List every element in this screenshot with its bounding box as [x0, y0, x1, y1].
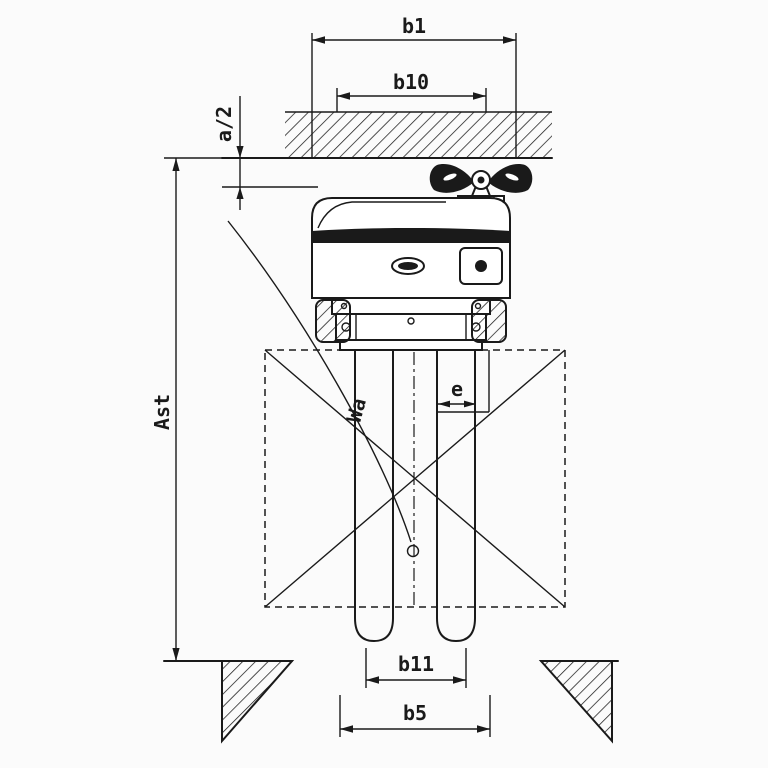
- fork-heel-plate: [339, 339, 483, 351]
- b5-arrow-right: [477, 725, 490, 733]
- b1-label: b1: [402, 14, 426, 38]
- load-outline: [264, 349, 566, 608]
- load-diagonal-2: [264, 349, 566, 608]
- e-arrow-right: [464, 400, 476, 408]
- ast-arrow-top: [172, 158, 180, 171]
- a-half-label: a/2: [212, 106, 236, 142]
- b5-arrow-left: [340, 725, 353, 733]
- dimension-a-half: a/2: [212, 96, 318, 210]
- bottom-wall-right: [538, 660, 613, 744]
- fork-right: [436, 349, 476, 643]
- tiller-grip-highlight-left: [443, 173, 457, 181]
- hood-seam-band: [312, 228, 510, 243]
- b11-arrow-right: [453, 676, 466, 684]
- b10-arrow-left: [337, 92, 350, 100]
- fork-left: [354, 349, 394, 643]
- forks: [354, 349, 476, 643]
- b5-label: b5: [403, 701, 427, 725]
- drive-wheel-right: [471, 299, 507, 343]
- carriage-bolt-center: [407, 317, 415, 325]
- e-label: e: [451, 377, 463, 401]
- turning-radius-wa: Wa: [227, 220, 420, 558]
- tiller-grip-highlight-right: [505, 173, 519, 181]
- b1-arrow-right: [503, 36, 516, 44]
- b1-arrow-left: [312, 36, 325, 44]
- dimension-b5: b5: [339, 695, 491, 737]
- tiller-hub-center: [477, 176, 485, 184]
- undercarriage-frame: [331, 297, 491, 315]
- wa-pivot-point: [406, 544, 420, 558]
- b11-label: b11: [398, 652, 434, 676]
- load-dashed-rect: [264, 349, 566, 608]
- b11-arrow-left: [366, 676, 379, 684]
- top-wall-hatch: [285, 112, 552, 158]
- b10-arrow-right: [473, 92, 486, 100]
- dimension-b11: b11: [365, 648, 467, 688]
- wa-radius-arc: [227, 220, 412, 543]
- bottom-walls: [163, 660, 619, 744]
- dimension-ast: Ast: [150, 157, 222, 661]
- dimension-b1: b1: [311, 14, 517, 158]
- a-half-arrow-bottom: [236, 187, 244, 199]
- hood-contour-line: [317, 201, 446, 229]
- top-wall-section: [221, 111, 553, 159]
- e-arrow-left: [438, 400, 450, 408]
- dimension-b10: b10: [336, 70, 487, 112]
- a-half-arrow-top: [236, 146, 244, 158]
- drive-wheel-left: [315, 299, 351, 343]
- truck-front-view: [311, 164, 533, 351]
- ast-arrow-bottom: [172, 648, 180, 661]
- wa-label: Wa: [342, 395, 371, 424]
- control-knob: [475, 260, 487, 272]
- bottom-wall-left: [221, 660, 295, 744]
- b10-label: b10: [393, 70, 429, 94]
- dimension-e: e: [437, 350, 490, 413]
- brand-logo-mark: [398, 262, 418, 270]
- ast-label: Ast: [150, 394, 174, 430]
